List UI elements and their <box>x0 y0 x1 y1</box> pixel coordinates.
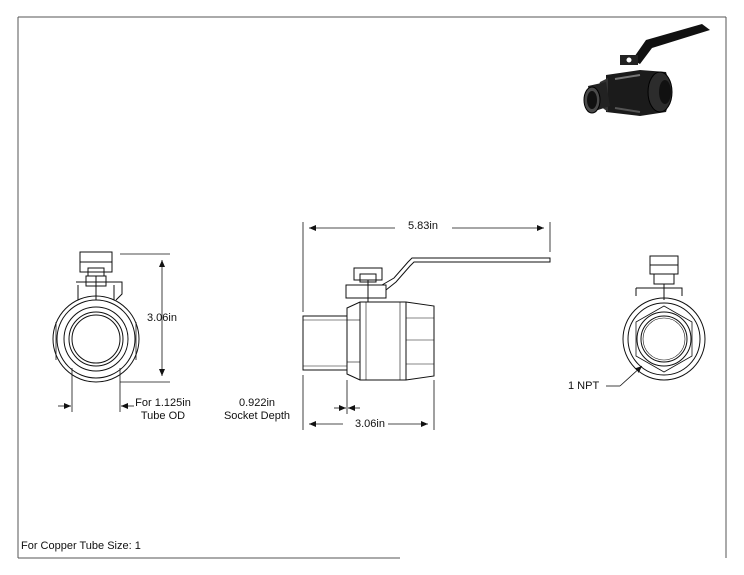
thread-label: 1 NPT <box>568 380 600 392</box>
ball-valve-isometric-icon <box>583 24 710 116</box>
tube-od-label-line1: For 1.125in <box>135 397 191 409</box>
socket-depth-label-line1: 0.922in <box>238 397 276 409</box>
socket-depth-dimension <box>302 375 360 430</box>
overall-length-dimension <box>302 222 551 312</box>
body-length-label: 3.06in <box>355 418 385 430</box>
socket-depth-label: 0.922in Socket Depth <box>212 397 302 423</box>
socket-depth-label-line2: Socket Depth <box>223 410 291 422</box>
tube-od-label: For 1.125in Tube OD <box>128 397 198 423</box>
tube-od-label-line2: Tube OD <box>140 410 186 422</box>
body-length-dimension <box>309 380 435 430</box>
height-dimension <box>120 253 170 383</box>
footer-note: For Copper Tube Size: 1 <box>21 540 141 552</box>
left-end-view <box>52 251 140 383</box>
overall-length-label: 5.83in <box>408 220 438 232</box>
right-end-view <box>622 255 706 381</box>
side-view <box>302 257 551 381</box>
tube-od-dimension <box>58 368 134 412</box>
npt-leader <box>606 365 643 387</box>
height-label: 3.06in <box>147 312 177 324</box>
sheet-border <box>17 16 727 559</box>
